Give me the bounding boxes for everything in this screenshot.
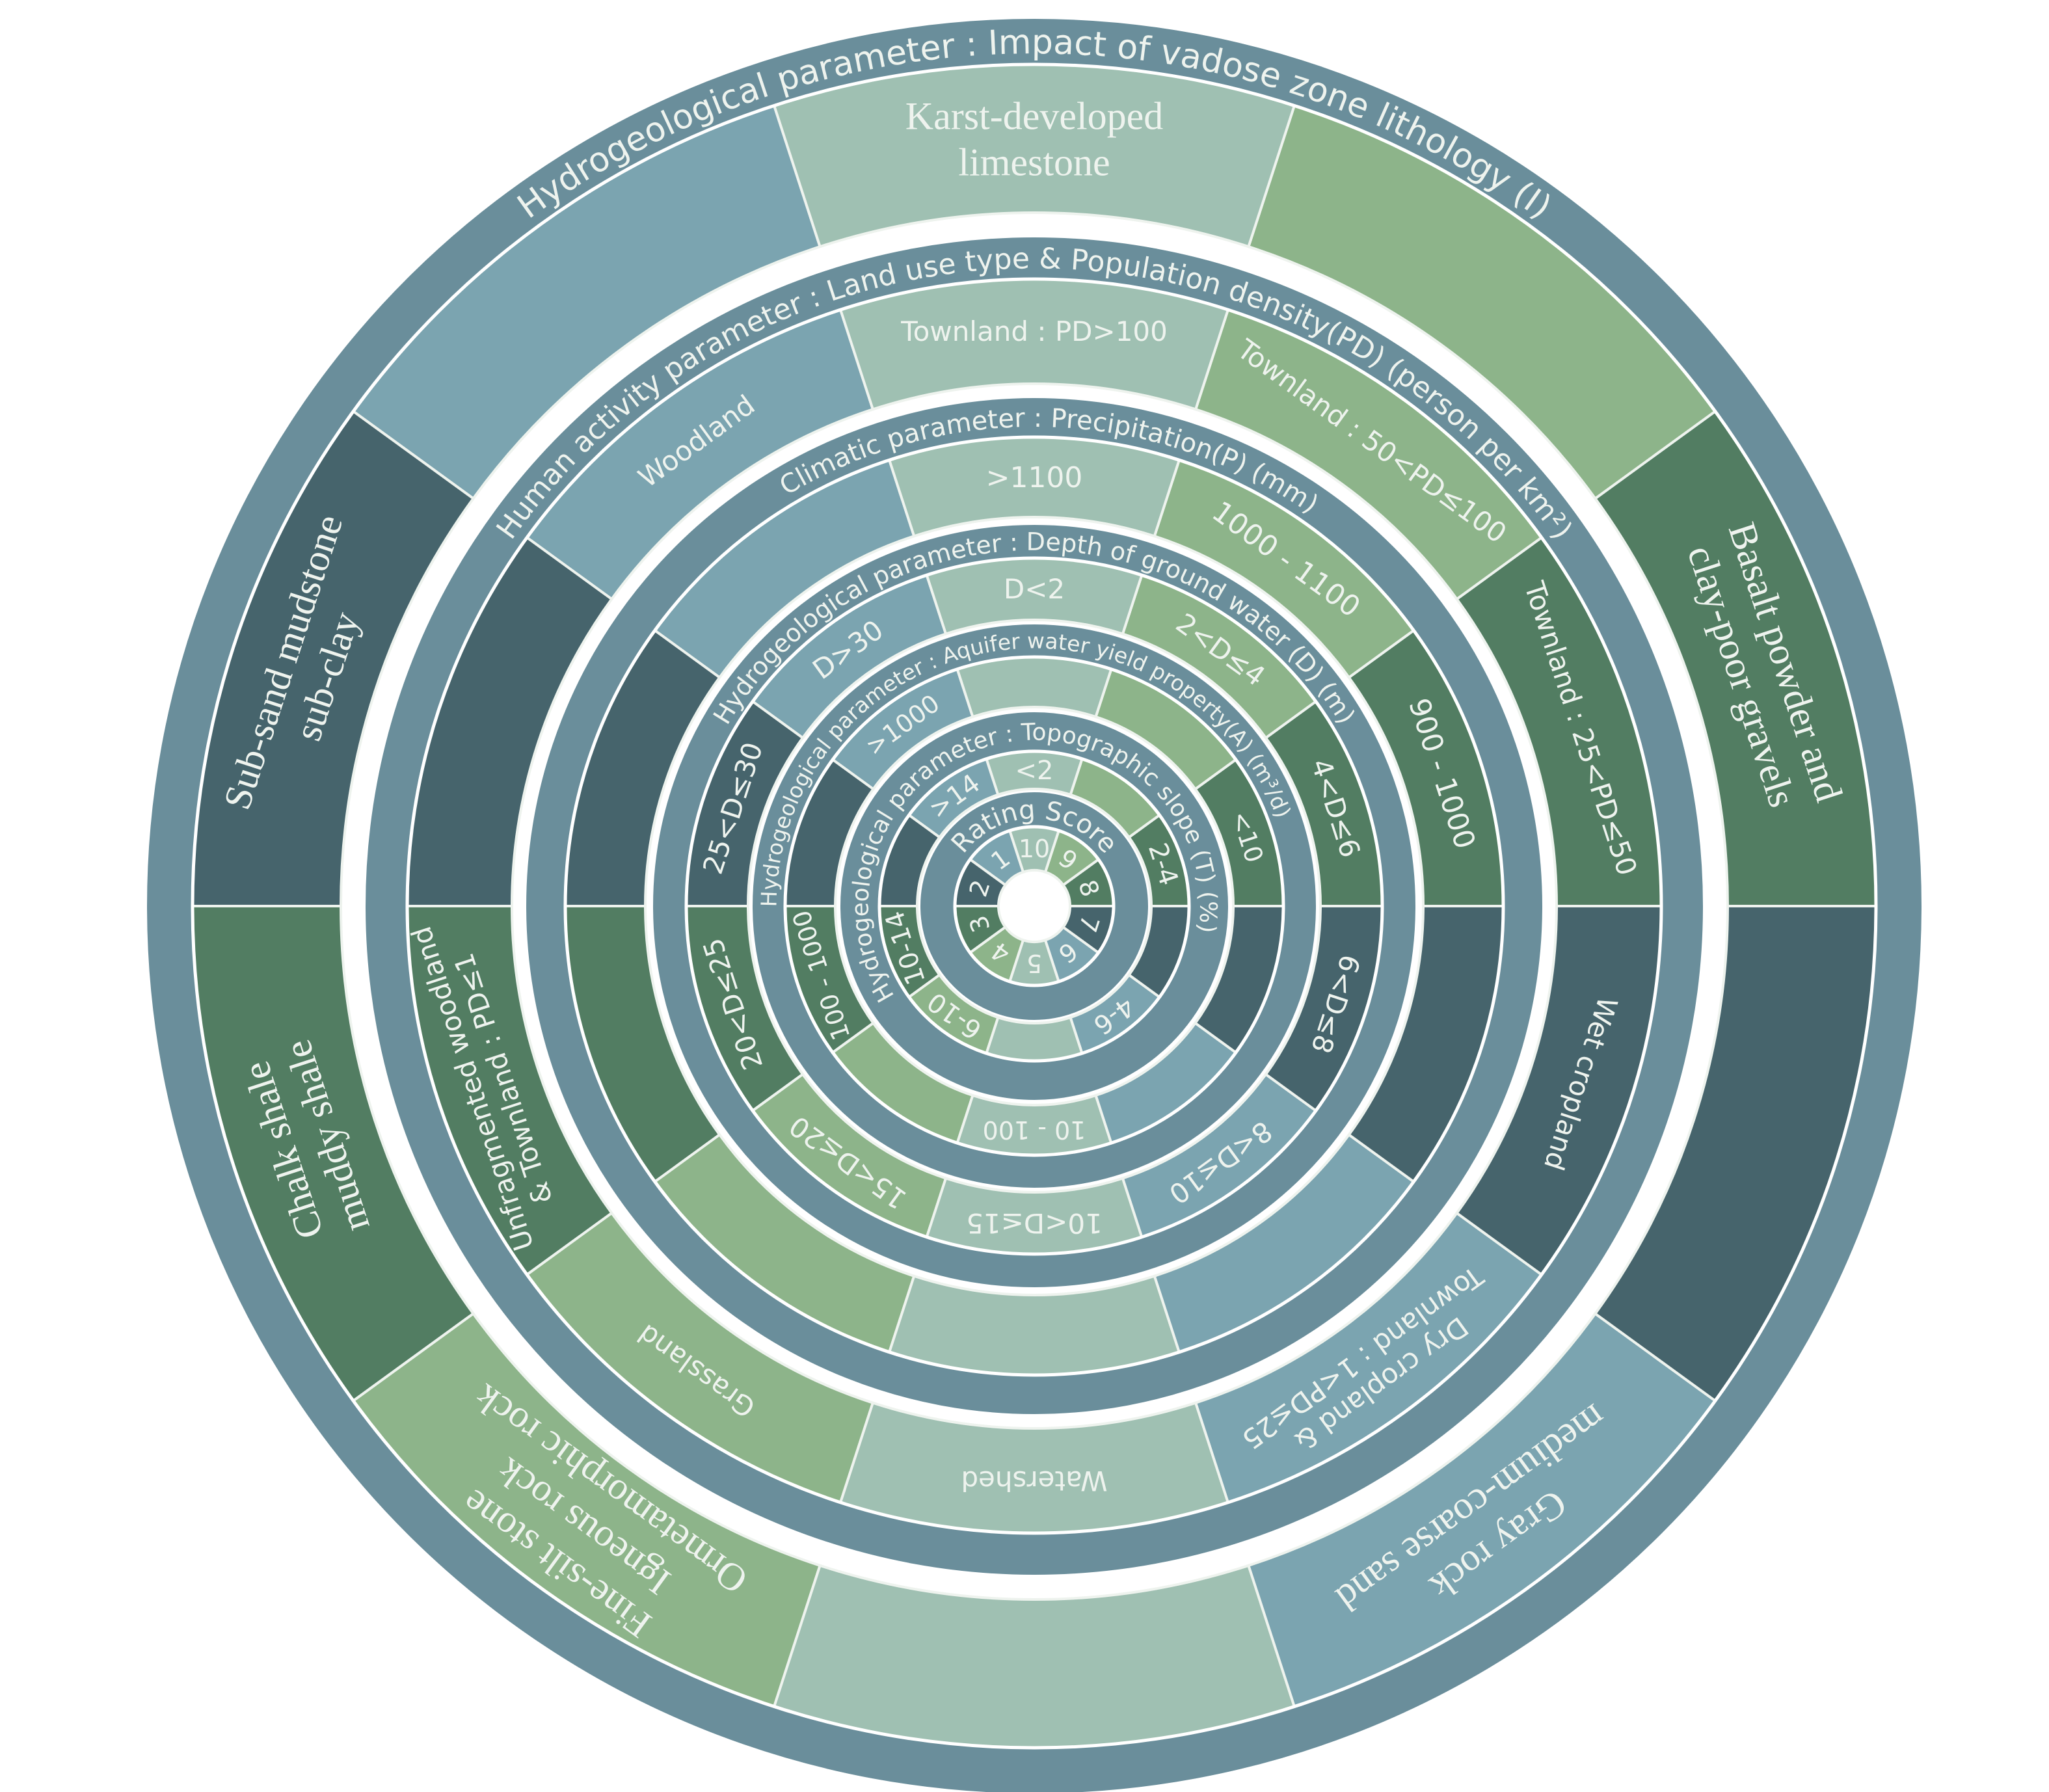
segment-label: 5 — [1026, 949, 1042, 978]
segment-label-line: >1100 — [986, 461, 1083, 494]
ring-title-band — [920, 792, 1148, 1020]
segment-label: D<2 — [1004, 573, 1065, 605]
segment-label: >1100 — [986, 461, 1083, 494]
ring-separator — [953, 825, 1116, 987]
ring-title-band — [753, 624, 1316, 1188]
ring-separator — [563, 435, 1505, 1377]
segment-label: 10<D≤15 — [966, 1207, 1103, 1239]
segment-score-5 — [984, 1015, 1084, 1062]
ring-title-band — [840, 712, 1228, 1100]
segment-label-line: Townland : PD>100 — [900, 315, 1168, 347]
segment-label-line: Karst-developed — [905, 95, 1164, 138]
ring-title-band — [366, 237, 1703, 1575]
segment-label: Townland : PD>100 — [900, 315, 1168, 347]
segment-label-line: Watershed — [961, 1465, 1107, 1497]
ring-separator — [191, 62, 1878, 1750]
segment-label-line: 5 — [1026, 949, 1042, 978]
segment-label-line: 10<D≤15 — [966, 1207, 1103, 1239]
segment-label: 10 - 100 — [983, 1116, 1086, 1144]
ring-separator — [783, 655, 1285, 1157]
segment-score-5 — [887, 1274, 1181, 1376]
ring-separator — [877, 749, 1191, 1063]
segment-label-line: 10 - 100 — [983, 1116, 1086, 1144]
ring-title-band — [147, 19, 1922, 1792]
segment-label-line: D<2 — [1004, 573, 1065, 605]
segment-label-line: <2 — [1015, 756, 1054, 786]
segment-label: Watershed — [961, 1465, 1107, 1497]
segment-label-line: limestone — [958, 140, 1110, 183]
ring-separator — [405, 277, 1663, 1535]
segment-score-5 — [772, 1564, 1296, 1750]
ring-title-band — [653, 525, 1415, 1287]
segment-label: <2 — [1015, 756, 1054, 786]
center-hole — [1000, 872, 1068, 940]
segment-label: 10 — [1019, 835, 1050, 863]
segment-label-line: 10 — [1019, 835, 1050, 863]
ring-title-band — [526, 398, 1542, 1414]
ring-separator — [684, 556, 1384, 1256]
segment-score-10 — [956, 656, 1113, 719]
